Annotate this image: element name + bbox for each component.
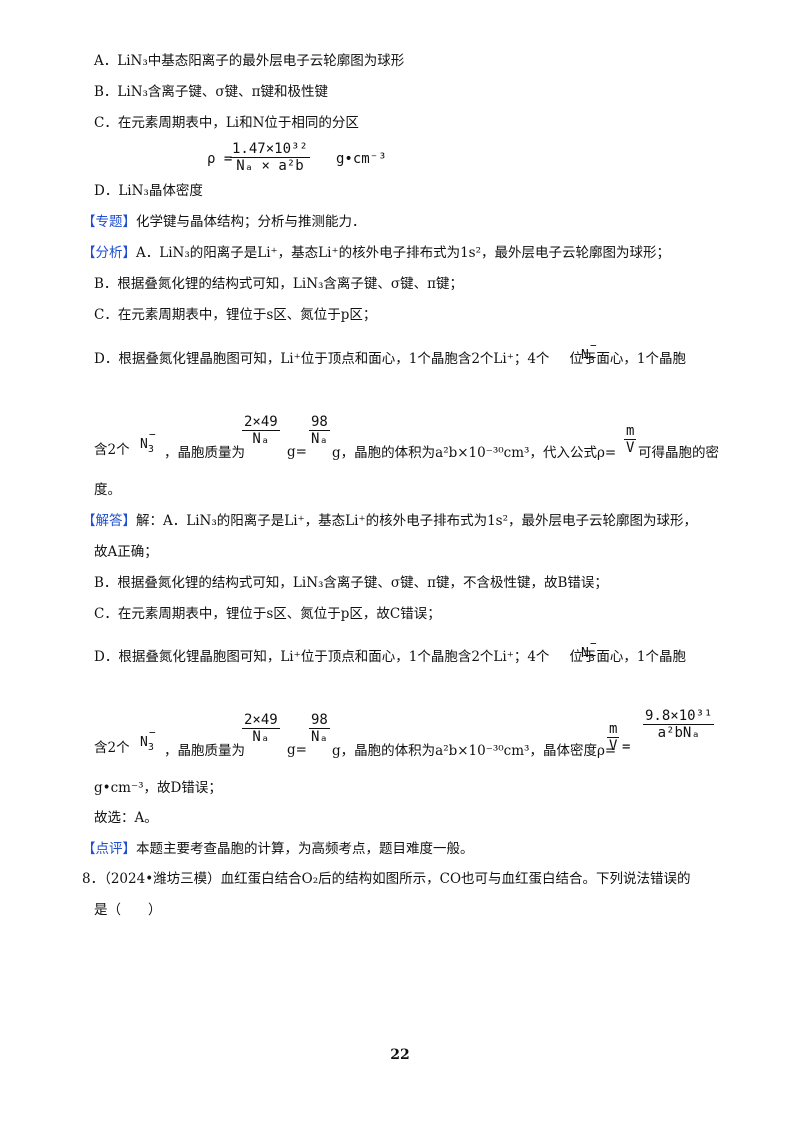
answer-d-line1: D．根据叠氮化锂晶胞图可知，Li⁺位于顶点和面心，1个晶胞含2个Li⁺；4个 位于… <box>94 648 686 666</box>
azide-ion-3: N3− <box>581 637 597 664</box>
answer-frac-mv: m V <box>607 721 620 754</box>
answer-c: C．在元素周期表中，锂位于s区、氮位于p区，故C错误； <box>94 606 441 622</box>
analysis-d2-mass: ，晶胞质量为 <box>164 445 245 461</box>
question-8-line2: 是（ ） <box>94 902 162 918</box>
analysis-tag: 【分析】 <box>82 245 136 261</box>
analysis-frac-98: 98 Nₐ <box>309 414 330 447</box>
answer-d2-eq: = <box>622 739 631 755</box>
answer-frac-98: 98 Nₐ <box>309 712 330 745</box>
analysis-d2-g-eq: g= <box>287 444 307 460</box>
topic-line: 【专题】化学键与晶体结构；分析与推测能力． <box>82 213 366 231</box>
answer-tag: 【解答】 <box>82 513 136 529</box>
analysis-d1-text-a: D．根据叠氮化锂晶胞图可知，Li⁺位于顶点和面心，1个晶胞含2个Li⁺；4个 <box>94 351 550 367</box>
option-d-rho: ρ = <box>207 151 233 167</box>
analysis-d-line3: 度。 <box>94 482 121 498</box>
analysis-d1-text-b: 位于面心，1个晶胞 <box>569 351 687 367</box>
option-a: A．LiN₃中基态阳离子的最外层电子云轮廓图为球形 <box>94 53 405 69</box>
option-b: B．LiN₃含离子键、σ键、π键和极性键 <box>94 84 329 100</box>
azide-ion-4: N3− <box>140 726 156 753</box>
option-d-numerator: 1.47×10³² <box>230 141 310 158</box>
page-number: 22 <box>390 1047 410 1063</box>
topic-tag: 【专题】 <box>82 214 136 230</box>
analysis-line-a: 【分析】A．LiN₃的阳离子是Li⁺，基态Li⁺的核外电子排布式为1s²，最外层… <box>82 244 670 262</box>
answer-d2-g-eq: g= <box>287 742 307 758</box>
answer-d1-text-b: 位于面心，1个晶胞 <box>569 649 687 665</box>
comment-tag: 【点评】 <box>82 841 136 857</box>
answer-line-a1: 【解答】解：A．LiN₃的阳离子是Li⁺，基态Li⁺的核外电子排布式为1s²，最… <box>82 512 697 530</box>
topic-text: 化学键与晶体结构；分析与推测能力． <box>136 214 366 230</box>
analysis-c: C．在元素周期表中，锂位于s区、氮位于p区； <box>94 307 377 323</box>
analysis-d-line1: D．根据叠氮化锂晶胞图可知，Li⁺位于顶点和面心，1个晶胞含2个Li⁺；4个 位于… <box>94 350 686 368</box>
option-d-unit: g•cm⁻³ <box>336 151 387 167</box>
answer-d1-text-a: D．根据叠氮化锂晶胞图可知，Li⁺位于顶点和面心，1个晶胞含2个Li⁺；4个 <box>94 649 550 665</box>
azide-ion-2: N3− <box>140 428 156 455</box>
option-c: C．在元素周期表中，Li和N位于相同的分区 <box>94 115 359 131</box>
option-d-label: D．LiN₃晶体密度 <box>94 183 203 199</box>
answer-b: B．根据叠氮化锂的结构式可知，LiN₃含离子键、σ键、π键，不含极性键，故B错误… <box>94 575 608 591</box>
answer-d-line3: g•cm⁻³，故D错误； <box>94 780 222 796</box>
answer-a1: 解：A．LiN₃的阳离子是Li⁺，基态Li⁺的核外电子排布式为1s²，最外层电子… <box>136 513 698 529</box>
comment-text: 本题主要考查晶胞的计算，为高频考点，题目难度一般。 <box>136 841 474 857</box>
analysis-d2-tail: 可得晶胞的密 <box>638 445 719 461</box>
answer-d2-volume: g，晶胞的体积为a²b×10⁻³⁰cm³，晶体密度ρ= <box>332 743 617 759</box>
analysis-d-line2-a: 含2个 <box>94 442 130 458</box>
answer-frac-mass: 2×49 Nₐ <box>242 712 280 745</box>
analysis-a: A．LiN₃的阳离子是Li⁺，基态Li⁺的核外电子排布式为1s²，最外层电子云轮… <box>136 245 671 261</box>
answer-d2-mass: ，晶胞质量为 <box>164 743 245 759</box>
option-d-denominator: Nₐ × a²b <box>236 158 304 174</box>
answer-d-line2-a: 含2个 <box>94 740 130 756</box>
analysis-d2-volume: g，晶胞的体积为a²b×10⁻³⁰cm³，代入公式ρ= <box>332 445 617 461</box>
answer-frac-density: 9.8×10³¹ a²bNₐ <box>643 708 715 741</box>
azide-ion-1: N3− <box>581 339 597 366</box>
comment-line: 【点评】本题主要考查晶胞的计算，为高频考点，题目难度一般。 <box>82 840 474 858</box>
answer-a2: 故A正确； <box>94 544 158 560</box>
option-d-fraction: 1.47×10³² Nₐ × a²b <box>230 141 310 174</box>
analysis-frac-mass: 2×49 Nₐ <box>242 414 280 447</box>
analysis-frac-mv: m V <box>624 423 637 456</box>
answer-final: 故选：A。 <box>94 810 158 826</box>
question-8-line1: 8．（2024•潍坊三模）血红蛋白结合O₂后的结构如图所示，CO也可与血红蛋白结… <box>82 871 691 887</box>
analysis-b: B．根据叠氮化锂的结构式可知，LiN₃含离子键、σ键、π键； <box>94 276 464 292</box>
